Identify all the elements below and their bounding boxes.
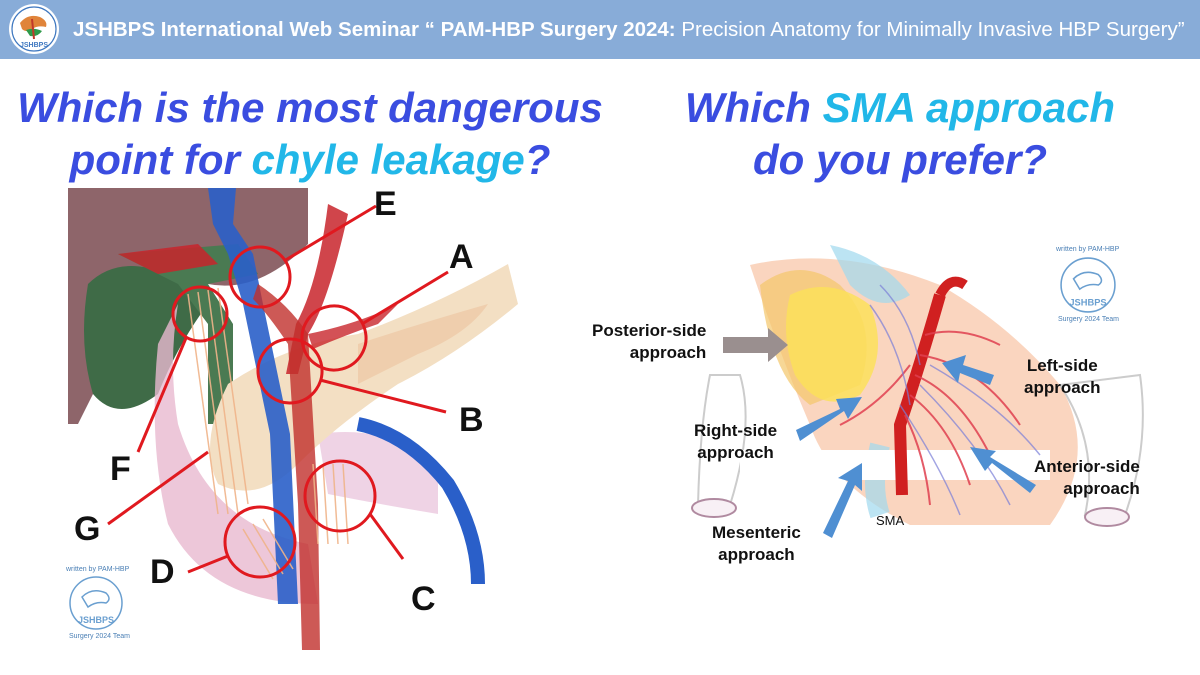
header-bar: JSHBPS JSHBPS International Web Seminar … [0,0,1200,59]
left-approach-label: Left-side approach [1024,355,1101,399]
marker-circle-d [223,505,297,579]
marker-circle-b [256,337,324,405]
sma-branches [839,330,1021,506]
sma-approach-illustration [691,245,1144,538]
left-watermark-logo-text: JSHBPS [78,615,114,625]
label-d: D [150,553,175,591]
right-side-arrow-icon [796,397,862,441]
label-e: E [374,185,397,223]
left-question-line1: Which is the most dangerous [17,84,603,131]
right-watermark-bottom: Surgery 2024 Team [1058,316,1119,323]
left-question-end: ? [524,136,551,183]
marker-circle-c [303,459,377,533]
left-approach-line1: Left-side [1026,356,1098,375]
mesenteric-approach-line1: Mesenteric [712,523,801,542]
left-approach-line2: approach [1024,378,1101,397]
right-approach-line1: Right-side [694,421,778,440]
header-logo-text: JSHBPS [20,42,48,49]
left-question-line2: point for chyle leakage? [0,134,620,186]
header-title-regular: Precision Anatomy for Minimally Invasive… [675,18,1185,41]
portal-vein-shape [208,188,298,604]
marker-leader-lines [107,204,449,574]
right-hepatic-artery-shape [118,244,218,274]
marker-circle-e [228,245,292,309]
right-question: Which SMA approach do you prefer? [600,82,1200,186]
left-watermark-bottom: Surgery 2024 Team [69,633,130,640]
sma-label: SMA [876,513,905,528]
uncinate-shape [786,287,878,402]
label-a: A [449,238,474,276]
splenic-vein-shape [356,417,485,585]
label-g: G [74,510,101,548]
duodenum-shape [154,304,318,604]
right-question-line1: Which SMA approach [600,82,1200,134]
sma-origin [935,276,968,298]
label-f: F [110,450,131,488]
sma-artery-shape [253,284,320,650]
anterior-approach-label: Anterior-side approach [1034,456,1140,500]
marker-circle-a [300,304,368,372]
colon-right-lumen [1084,507,1130,527]
colon-left-lumen [691,498,737,518]
header-title: JSHBPS International Web Seminar “ PAM-H… [73,0,1185,59]
anterior-side-arrow-icon [970,447,1036,493]
label-b: B [459,401,484,439]
jshbps-logo-icon: JSHBPS [9,4,59,54]
left-watermark-top: written by PAM-HBP [66,566,130,573]
right-question-highlight: SMA approach [822,84,1116,131]
marker-circle-f [171,285,229,343]
mesenteric-arrow-icon [823,463,862,538]
label-c: C [411,580,436,618]
mesenteric-vessels [869,284,1041,516]
right-watermark-logo-text: JSHBPS [1069,298,1106,308]
bile-duct-shape [118,244,258,424]
posterior-approach-line2: approach [629,343,707,362]
posterior-arrow-icon [723,328,788,362]
right-watermark-top: written by PAM-HBP [1056,246,1120,253]
right-approach-label: Right-side approach [694,420,777,464]
anterior-approach-line1: Anterior-side [1034,457,1140,476]
left-question-prefix: point for [69,136,252,183]
right-watermark-logo-icon: JSHBPS [1060,257,1116,313]
chyle-leakage-anatomy-illustration [68,188,518,650]
posterior-approach-line1: Posterior-side [592,321,707,340]
right-approach-line2: approach [697,443,774,462]
anterior-approach-line2: approach [1063,479,1140,498]
mesenteric-approach-line2: approach [718,545,795,564]
right-question-prefix: Which [684,84,823,131]
header-title-bold: JSHBPS International Web Seminar “ PAM-H… [73,18,676,41]
right-question-line2: do you prefer? [752,136,1048,183]
mesenteric-approach-label: Mesenteric approach [712,522,801,566]
stomach-shape [830,245,910,303]
left-question: Which is the most dangerous point for ch… [0,82,620,186]
pancreas-tail-shape [358,304,488,384]
left-question-highlight: chyle leakage [251,136,525,183]
left-side-arrow-icon [942,355,994,385]
danger-point-markers [171,245,377,579]
posterior-approach-label: Posterior-side approach [592,320,706,364]
sma-trunk [893,293,946,496]
left-watermark-logo-icon: JSHBPS [69,576,123,630]
